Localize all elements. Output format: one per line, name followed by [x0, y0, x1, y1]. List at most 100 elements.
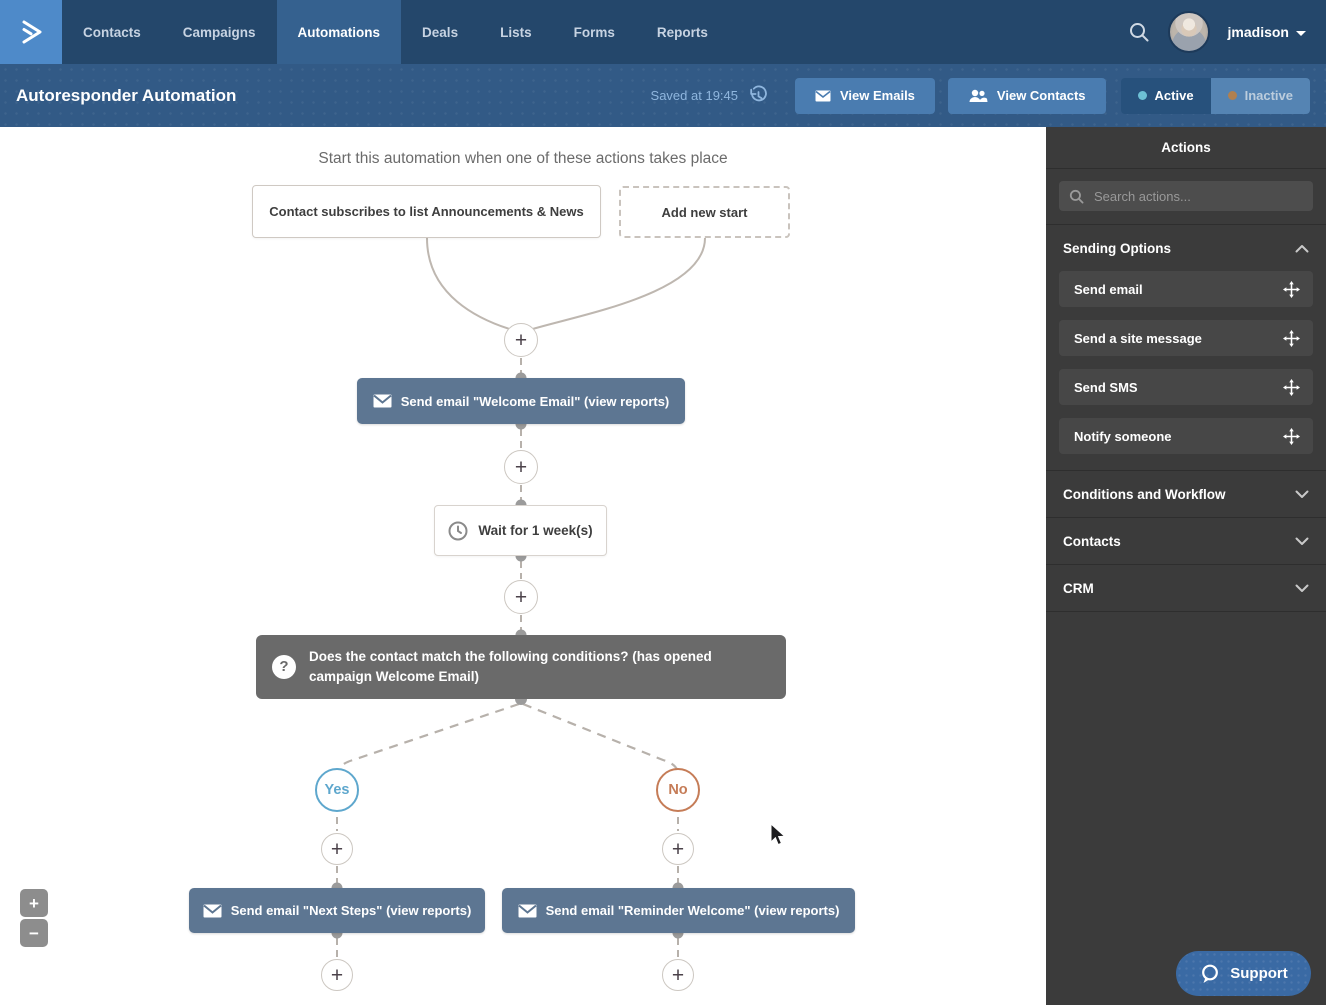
- actions-sidebar: Actions Sending Options Send email: [1046, 127, 1326, 1005]
- action-send-site-message[interactable]: Send a site message: [1059, 320, 1313, 356]
- nav-right: jmadison: [1128, 0, 1326, 64]
- nav-tab-campaigns[interactable]: Campaigns: [162, 0, 277, 64]
- nav-tab-forms[interactable]: Forms: [553, 0, 636, 64]
- sidebar-search-wrap: [1046, 169, 1326, 225]
- plus-icon: +: [330, 963, 344, 987]
- nav-tabs: Contacts Campaigns Automations Deals Lis…: [62, 0, 729, 64]
- avatar[interactable]: [1167, 11, 1210, 53]
- wait-node[interactable]: Wait for 1 week(s): [434, 505, 607, 556]
- section-contacts-header[interactable]: Contacts: [1046, 518, 1326, 564]
- send-email-welcome-node[interactable]: Send email "Welcome Email" (view reports…: [357, 378, 685, 424]
- nav-tab-label: Deals: [422, 24, 459, 40]
- toggle-active[interactable]: Active: [1120, 77, 1211, 114]
- chevron-down-icon: [1295, 490, 1309, 498]
- plus-icon: +: [671, 963, 685, 987]
- chat-bubble-icon: [1202, 964, 1219, 983]
- contacts-icon: [969, 89, 988, 102]
- search-actions-input[interactable]: [1092, 187, 1303, 205]
- mouse-cursor-icon: [770, 823, 786, 846]
- sidebar-search: [1059, 181, 1313, 211]
- sending-options-items: Send email Send a site message Send SMS: [1046, 271, 1326, 470]
- search-button[interactable]: [1128, 21, 1150, 43]
- page-title: Autoresponder Automation: [16, 85, 237, 105]
- search-icon: [1129, 23, 1149, 42]
- chevron-down-icon: [1295, 584, 1309, 592]
- support-label: Support: [1230, 965, 1288, 982]
- nav-tab-label: Forms: [573, 24, 615, 40]
- drag-move-icon: [1283, 329, 1300, 347]
- action-send-email[interactable]: Send email: [1059, 271, 1313, 307]
- branch-no-label: No: [668, 782, 688, 798]
- send-email-next-steps-node[interactable]: Send email "Next Steps" (view reports): [189, 888, 485, 933]
- history-icon[interactable]: [747, 85, 769, 107]
- question-icon: ?: [272, 655, 296, 679]
- view-emails-label: View Emails: [840, 88, 915, 103]
- action-send-sms[interactable]: Send SMS: [1059, 369, 1313, 405]
- section-crm: CRM: [1046, 565, 1326, 612]
- view-contacts-button[interactable]: View Contacts: [947, 77, 1106, 114]
- section-contacts: Contacts: [1046, 518, 1326, 565]
- plus-icon: +: [514, 455, 528, 479]
- zoom-in-button[interactable]: +: [20, 889, 48, 917]
- plus-icon: +: [29, 893, 39, 913]
- view-emails-button[interactable]: View Emails: [795, 77, 935, 114]
- section-sending-options-header[interactable]: Sending Options: [1046, 225, 1326, 271]
- action-label: Send a site message: [1074, 330, 1202, 346]
- add-action-button[interactable]: +: [504, 580, 538, 614]
- section-label: Sending Options: [1063, 240, 1171, 256]
- canvas-zoom-controls: + −: [20, 889, 48, 947]
- send-email-reminder-node[interactable]: Send email "Reminder Welcome" (view repo…: [502, 888, 855, 933]
- envelope-icon: [517, 904, 537, 917]
- nav-tab-contacts[interactable]: Contacts: [62, 0, 162, 64]
- plus-icon: +: [514, 585, 528, 609]
- branch-yes-label: Yes: [324, 782, 350, 798]
- plus-icon: +: [514, 328, 528, 352]
- question-glyph: ?: [279, 658, 289, 676]
- user-menu[interactable]: jmadison: [1228, 24, 1306, 40]
- add-new-start-node[interactable]: Add new start: [619, 186, 790, 238]
- start-heading: Start this automation when one of these …: [318, 150, 728, 167]
- nav-tab-reports[interactable]: Reports: [636, 0, 729, 64]
- brand-logo[interactable]: [0, 0, 62, 64]
- add-action-button[interactable]: +: [504, 450, 538, 484]
- drag-move-icon: [1283, 378, 1300, 396]
- start-trigger-label: Contact subscribes to list Announcements…: [269, 204, 584, 219]
- section-label: Conditions and Workflow: [1063, 486, 1226, 502]
- nav-tab-deals[interactable]: Deals: [401, 0, 479, 64]
- nav-tab-label: Campaigns: [182, 24, 256, 40]
- add-action-button[interactable]: +: [662, 833, 694, 865]
- user-name: jmadison: [1227, 24, 1289, 40]
- chevron-up-icon: [1295, 244, 1309, 252]
- inactive-dot-icon: [1227, 91, 1237, 100]
- inactive-label: Inactive: [1244, 88, 1293, 103]
- add-action-button[interactable]: +: [662, 959, 694, 991]
- section-crm-header[interactable]: CRM: [1046, 565, 1326, 611]
- chevron-logo-icon: [22, 20, 42, 44]
- condition-label: Does the contact match the following con…: [309, 649, 712, 684]
- nav-tab-lists[interactable]: Lists: [479, 0, 553, 64]
- section-conditions-workflow: Conditions and Workflow: [1046, 471, 1326, 518]
- toggle-inactive[interactable]: Inactive: [1210, 77, 1310, 114]
- automation-canvas[interactable]: Start this automation when one of these …: [0, 127, 1046, 1005]
- add-action-button[interactable]: +: [321, 833, 353, 865]
- support-button[interactable]: Support: [1176, 951, 1311, 996]
- action-notify-someone[interactable]: Notify someone: [1059, 418, 1313, 454]
- branch-no-node[interactable]: No: [656, 768, 700, 812]
- add-action-button[interactable]: +: [321, 959, 353, 991]
- section-label: CRM: [1063, 580, 1094, 596]
- section-label: Contacts: [1063, 533, 1121, 549]
- start-trigger-node[interactable]: Contact subscribes to list Announcements…: [252, 185, 601, 238]
- action-label: Send email: [1074, 281, 1143, 297]
- branch-yes-node[interactable]: Yes: [315, 768, 359, 812]
- clock-icon: [448, 521, 468, 540]
- chevron-down-icon: [1296, 30, 1306, 36]
- action-label: Notify someone: [1074, 428, 1172, 444]
- automation-header: Autoresponder Automation Saved at 19:45 …: [0, 64, 1326, 127]
- add-action-button[interactable]: +: [504, 323, 538, 357]
- send-email-next-steps-label: Send email "Next Steps" (view reports): [230, 903, 472, 918]
- zoom-out-button[interactable]: −: [20, 919, 48, 947]
- nav-tab-automations[interactable]: Automations: [276, 0, 402, 64]
- action-label: Send SMS: [1074, 379, 1138, 395]
- section-conditions-workflow-header[interactable]: Conditions and Workflow: [1046, 471, 1326, 517]
- condition-node[interactable]: ? Does the contact match the following c…: [256, 635, 786, 699]
